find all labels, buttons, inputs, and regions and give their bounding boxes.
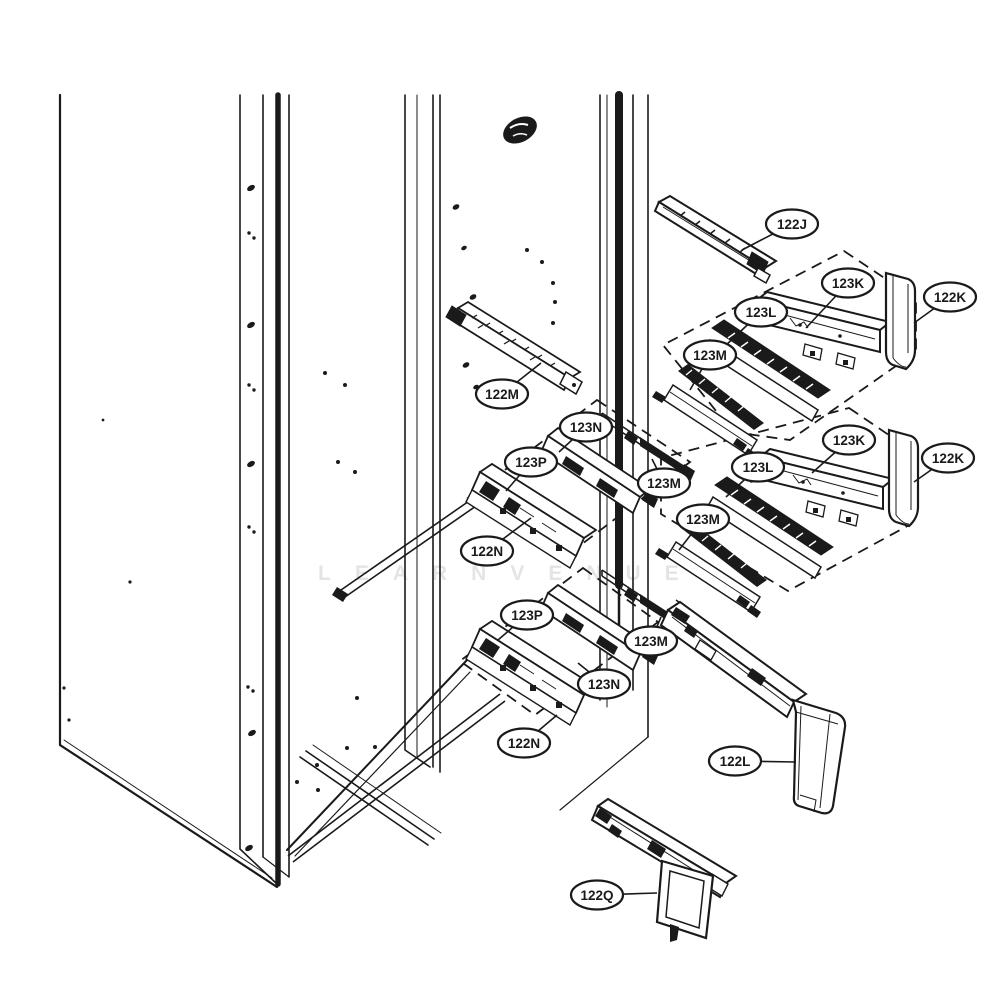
callout-oval — [922, 281, 978, 313]
cabinet-structure — [58, 91, 649, 889]
callout-122K-8: 122K — [913, 442, 976, 483]
callout-oval — [920, 442, 976, 474]
callout-label: 122L — [720, 754, 751, 769]
callout-oval — [675, 503, 731, 535]
callout-oval — [730, 451, 786, 483]
callout-oval — [576, 668, 632, 700]
callout-label: 123M — [634, 634, 668, 649]
callout-123P-14: 123P — [497, 599, 555, 641]
callout-oval — [558, 411, 614, 443]
slide-rail-lines — [287, 498, 506, 863]
cabinet-holes — [62, 184, 557, 852]
callout-122N-13: 122N — [459, 517, 532, 567]
callout-oval — [623, 625, 679, 657]
callout-122N-17: 122N — [496, 714, 558, 759]
callout-122J-0: 122J — [741, 208, 820, 251]
callout-label: 123P — [511, 608, 543, 623]
callout-oval — [459, 535, 515, 567]
callout-123M-12: 123M — [675, 503, 731, 551]
callout-label: 122K — [932, 451, 965, 466]
vent-hole — [503, 116, 537, 144]
group-box-122N-lower — [458, 566, 660, 717]
callout-oval — [503, 446, 559, 478]
callout-label: 123K — [832, 276, 865, 291]
callout-label: 123N — [588, 677, 620, 692]
callout-oval — [474, 378, 530, 410]
group-122N-parts — [465, 412, 695, 570]
callout-oval — [569, 879, 625, 911]
part-122Q-bracket — [590, 797, 738, 942]
callout-122M-5: 122M — [474, 362, 542, 410]
callout-label: 122J — [777, 217, 807, 232]
callout-label: 122N — [471, 544, 503, 559]
callout-label: 123M — [647, 476, 681, 491]
callout-label: 123M — [693, 348, 727, 363]
callout-oval — [764, 208, 820, 240]
callout-label: 122Q — [580, 888, 613, 903]
callout-label: 123M — [686, 512, 720, 527]
callout-123N-16: 123N — [576, 662, 632, 700]
callout-label: 122N — [508, 736, 540, 751]
callout-oval — [499, 599, 555, 631]
callout-123K-1: 123K — [805, 267, 876, 329]
group-box-122K-upper — [661, 249, 917, 441]
callout-label: 122M — [485, 387, 519, 402]
callout-oval — [636, 467, 692, 499]
part-123P-bracket — [465, 462, 598, 570]
part-122L-bracket — [659, 599, 847, 815]
callout-122K-2: 122K — [913, 281, 978, 324]
callout-label: 123N — [570, 420, 602, 435]
callout-label: 123L — [743, 460, 774, 475]
callout-123M-15: 123M — [623, 616, 679, 657]
callout-oval — [821, 424, 877, 456]
callout-123P-9: 123P — [503, 446, 559, 492]
callout-oval — [682, 339, 738, 371]
callout-123L-10: 123L — [725, 451, 786, 498]
callout-123M-4: 123M — [682, 339, 738, 391]
callout-122L-18: 122L — [707, 745, 797, 777]
callout-label: 123L — [746, 305, 777, 320]
part-122J-rail — [653, 194, 778, 285]
callout-oval — [733, 296, 789, 328]
callout-oval — [820, 267, 876, 299]
callout-122Q-19: 122Q — [569, 879, 658, 911]
callout-label: 123P — [515, 455, 547, 470]
callout-label: 123K — [833, 433, 866, 448]
callout-oval — [707, 745, 763, 777]
callout-oval — [496, 727, 552, 759]
callout-123L-3: 123L — [723, 296, 789, 348]
part-123M-thin-rail — [601, 412, 695, 480]
part-122M-rail — [445, 300, 583, 396]
callout-123M-11: 123M — [636, 458, 692, 499]
callout-123N-6: 123N — [558, 411, 614, 453]
callout-label: 122K — [934, 290, 967, 305]
callout-123K-7: 123K — [811, 424, 877, 474]
group-122K-parts — [652, 271, 917, 461]
watermark: LEARNVENUE — [318, 562, 703, 585]
